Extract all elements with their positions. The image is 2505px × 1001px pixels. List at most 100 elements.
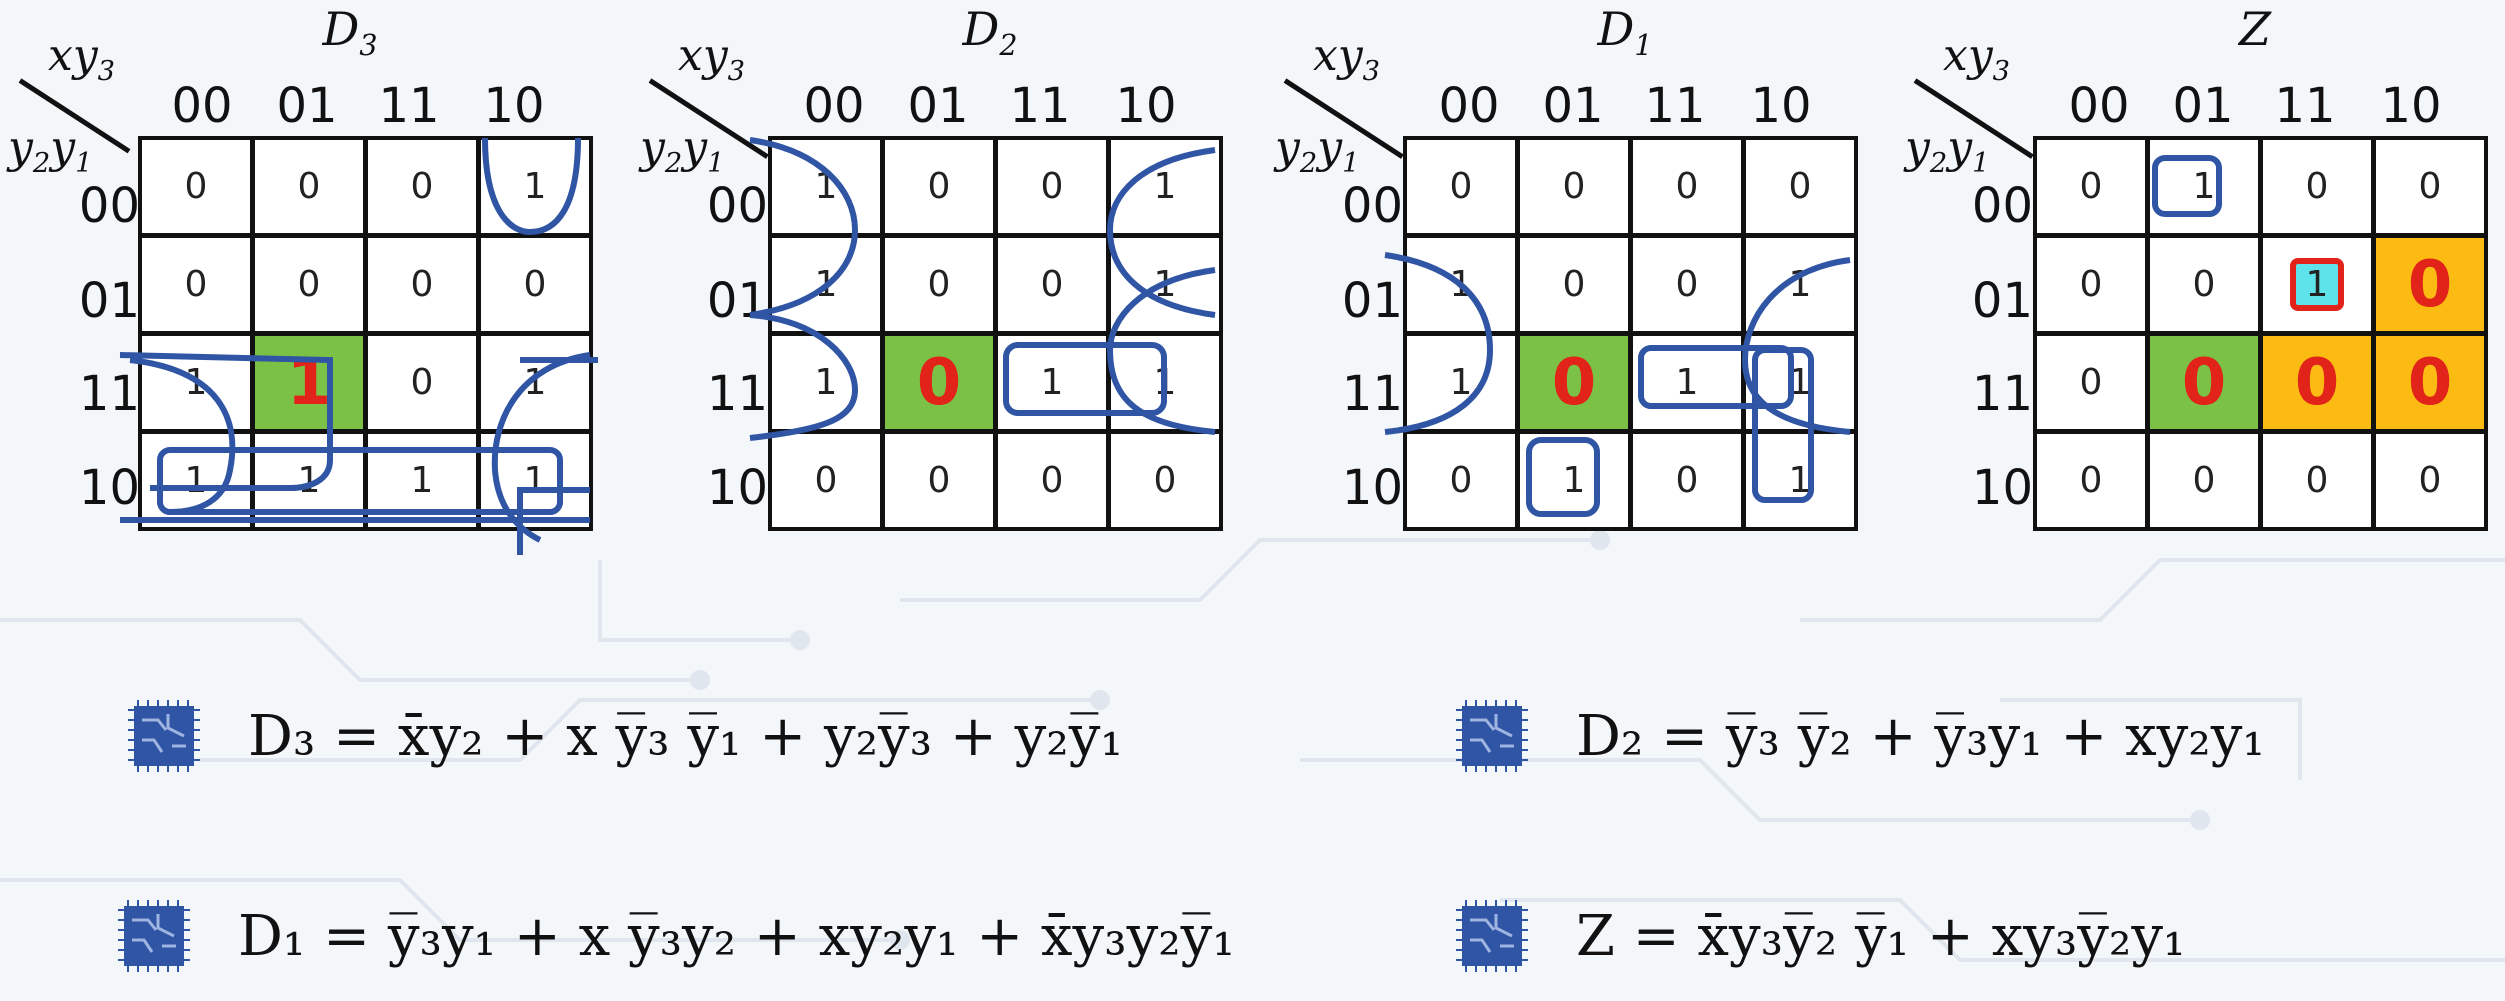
- equation-d2-row: D₂ = y̅₃ y̅₂ + y̅₃y₁ + xy₂y₁: [1456, 700, 2265, 772]
- kmap-cell: 1: [255, 434, 363, 527]
- column-header: 11: [1009, 78, 1071, 134]
- kmap-cell: 0: [1520, 140, 1628, 233]
- row-header: 01: [1971, 273, 2033, 329]
- equation-d1: D₁ = y̅₃y₁ + x y̅₃y₂ + xy₂y₁ + x̄y₃y₂y̅₁: [238, 903, 1235, 969]
- row-header: 01: [1341, 273, 1403, 329]
- kmap-cell: 0: [2376, 140, 2484, 233]
- equation-d3-row: D₃ = x̄y₂ + x y̅₃ y̅₁ + y₂y̅₃ + y₂y̅₁: [128, 700, 1123, 772]
- kmap-cell: 0: [1111, 434, 1219, 527]
- row-header: 00: [1971, 178, 2033, 234]
- kmap-cell: 1: [1407, 238, 1515, 331]
- kmap-cell: 0: [2263, 434, 2371, 527]
- row-header: 11: [1971, 366, 2033, 422]
- column-header: 01: [2172, 78, 2234, 134]
- kmap-cell: 1: [1746, 238, 1854, 331]
- column-header: 01: [907, 78, 969, 134]
- kmap-cell: 0: [885, 140, 993, 233]
- kmap-cell: 0: [1633, 140, 1741, 233]
- kmap-cell: 0: [2037, 238, 2145, 331]
- column-header: 11: [2274, 78, 2336, 134]
- equation-d3: D₃ = x̄y₂ + x y̅₃ y̅₁ + y₂y̅₃ + y₂y̅₁: [248, 703, 1123, 769]
- row-header: 10: [78, 460, 140, 516]
- kmap-cell: 0: [368, 238, 476, 331]
- kmap-cell: 0: [2376, 434, 2484, 527]
- kmap-cell: 1: [772, 140, 880, 233]
- equation-d1-row: D₁ = y̅₃y₁ + x y̅₃y₂ + xy₂y₁ + x̄y₃y₂y̅₁: [118, 900, 1235, 972]
- kmap-cell: 1: [142, 434, 250, 527]
- column-header: 11: [1644, 78, 1706, 134]
- kmap-cell: 0: [1633, 238, 1741, 331]
- kmap-grid: 0 1 0 0 0 0 1 0 0 0 0 0 0 0 0 0: [2033, 136, 2488, 531]
- column-header: 01: [1542, 78, 1604, 134]
- column-header: 00: [1438, 78, 1500, 134]
- kmap-cell-highlighted: 1: [2263, 238, 2371, 331]
- column-variable-label: xy3: [678, 30, 746, 87]
- kmap-grid: 0 0 0 0 1 0 0 1 1 0 1 1 0 1 0 1: [1403, 136, 1858, 531]
- kmap-d2: D2 xy3 y2y1 00 01 11 10 00 01 11 10 1 0 …: [640, 0, 1240, 560]
- kmap-cell: 0: [2037, 140, 2145, 233]
- kmap-grid: 1 0 0 1 1 0 0 1 1 0 1 1 0 0 0 0: [768, 136, 1223, 531]
- row-header: 00: [1341, 178, 1403, 234]
- kmap-title: D3: [322, 2, 378, 63]
- kmap-cell: 1: [1111, 238, 1219, 331]
- row-header: 11: [78, 366, 140, 422]
- kmap-cell: 0: [2150, 434, 2258, 527]
- kmap-cell: 0: [2037, 336, 2145, 429]
- kmap-cell: 0: [2150, 238, 2258, 331]
- kmap-cell: 1: [1407, 336, 1515, 429]
- circuit-chip-icon: [128, 700, 200, 772]
- kmap-cell: 0: [368, 140, 476, 233]
- kmap-title: Z: [2239, 2, 2271, 56]
- equation-z: Z = x̄y₃y̅₂ y̅₁ + xy₃y̅₂y₁: [1576, 903, 2186, 969]
- kmap-cell: 0: [1746, 140, 1854, 233]
- column-header: 00: [803, 78, 865, 134]
- column-header: 10: [2380, 78, 2442, 134]
- circuit-chip-icon: [118, 900, 190, 972]
- kmap-cell: 1: [772, 336, 880, 429]
- kmap-cell: 1: [368, 434, 476, 527]
- column-header: 01: [276, 78, 338, 134]
- kmap-cell: 1: [1111, 140, 1219, 233]
- kmap-cell: 1: [1520, 434, 1628, 527]
- kmap-cell: 1: [1633, 336, 1741, 429]
- kmap-cell: 0: [885, 434, 993, 527]
- kmap-cell: 0: [998, 238, 1106, 331]
- column-variable-label: xy3: [48, 30, 116, 87]
- row-header: 01: [78, 273, 140, 329]
- kmap-cell: 1: [772, 238, 880, 331]
- column-variable-label: xy3: [1943, 30, 2011, 87]
- kmap-cell-highlighted: 1: [255, 336, 363, 429]
- kmap-cell: 1: [481, 434, 589, 527]
- kmap-cell: 0: [885, 238, 993, 331]
- kmap-cell: 1: [998, 336, 1106, 429]
- kmap-cell: 1: [142, 336, 250, 429]
- kmap-cell-highlighted: 0: [1520, 336, 1628, 429]
- row-variable-label: y2y1: [1905, 122, 1990, 179]
- kmap-cell: 0: [998, 434, 1106, 527]
- row-variable-label: y2y1: [1275, 122, 1360, 179]
- kmap-title: D2: [962, 2, 1018, 63]
- column-header: 00: [171, 78, 233, 134]
- kmap-cell: 0: [1407, 140, 1515, 233]
- row-header: 01: [706, 273, 768, 329]
- kmap-cell: 0: [772, 434, 880, 527]
- kmap-cell: 0: [998, 140, 1106, 233]
- kmap-cell: 1: [1746, 336, 1854, 429]
- equation-d2: D₂ = y̅₃ y̅₂ + y̅₃y₁ + xy₂y₁: [1576, 703, 2265, 769]
- kmap-d3: D3 xy3 y2y1 00 01 11 10 00 01 11 10 0 0 …: [0, 0, 600, 560]
- kmap-title: D1: [1597, 2, 1653, 63]
- row-header: 10: [1341, 460, 1403, 516]
- row-header: 10: [1971, 460, 2033, 516]
- kmap-cell-highlighted: 0: [2376, 238, 2484, 331]
- kmap-cell-highlighted: 0: [2150, 336, 2258, 429]
- kmap-z: Z xy3 y2y1 00 01 11 10 00 01 11 10 0 1 0…: [1905, 0, 2505, 560]
- kmap-cell: 0: [1633, 434, 1741, 527]
- column-header: 11: [378, 78, 440, 134]
- equation-z-row: Z = x̄y₃y̅₂ y̅₁ + xy₃y̅₂y₁: [1456, 900, 2185, 972]
- kmap-d1: D1 xy3 y2y1 00 01 11 10 00 01 11 10 0 0 …: [1275, 0, 1875, 560]
- column-header: 10: [1750, 78, 1812, 134]
- kmap-cell: 0: [1520, 238, 1628, 331]
- kmap-cell-highlighted: 0: [2376, 336, 2484, 429]
- row-header: 11: [706, 366, 768, 422]
